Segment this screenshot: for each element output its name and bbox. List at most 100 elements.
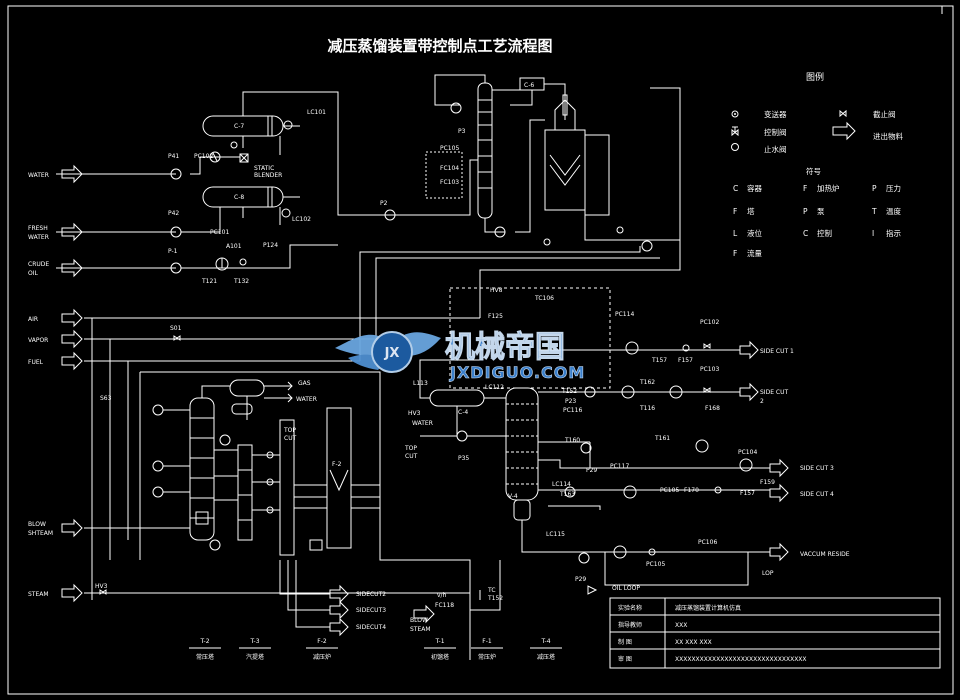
- tag-lc112: LC112: [485, 384, 504, 391]
- inlet-blow-steam-1: BLOW: [28, 521, 46, 528]
- column-t2: [189, 397, 215, 541]
- diagram-title: 减压蒸馏装置带控制点工艺流程图: [327, 37, 552, 55]
- tb-value-drawn: XX XXX XXX: [675, 639, 712, 646]
- code-meaning: 加热炉: [817, 183, 840, 193]
- tag-pc114: PC114: [615, 311, 634, 318]
- tag-p124: P124: [263, 242, 278, 249]
- code-meaning: 温度: [886, 206, 901, 216]
- legend-label-arrow: 进出物料: [873, 131, 903, 141]
- tag-f168: F168: [705, 405, 720, 412]
- tag-p42: P42: [168, 210, 179, 217]
- inlet-steam: STEAM: [28, 591, 49, 598]
- tag-p3: P3: [458, 128, 466, 135]
- tb-value-teacher: XXX: [675, 622, 687, 629]
- code-letter: P: [872, 184, 877, 193]
- furnace-top: [544, 129, 586, 211]
- tag-f157: F157: [678, 357, 693, 364]
- inlet-crude-oil-2: OIL: [28, 270, 38, 277]
- outlet-arrow: [329, 600, 349, 620]
- code-meaning: 控制: [817, 228, 832, 238]
- tag-pc105-res: PC105: [646, 561, 665, 568]
- unit-name: 减压炉: [313, 653, 331, 661]
- outlet-arrow: [329, 584, 349, 604]
- tag-p1: P-1: [168, 248, 178, 255]
- label-c4: C-4: [458, 409, 468, 416]
- column-t3: [237, 444, 253, 541]
- condenser-c4: [429, 389, 485, 407]
- tag-t161: T161: [654, 435, 670, 442]
- transmitter-icon: [731, 110, 739, 118]
- column-t4: [505, 387, 539, 501]
- tb-label-review: 审 图: [618, 655, 632, 663]
- outlet-arrow: [769, 458, 789, 478]
- tag-pc116: PC116: [563, 407, 582, 414]
- tag-fc104: FC104: [440, 165, 459, 172]
- inlet-blow-steam-bottom-1: BLOW: [410, 617, 428, 624]
- code-meaning: 泵: [817, 207, 825, 216]
- pump-p42: [170, 226, 182, 238]
- tag-pc102-sc1: PC102: [700, 319, 719, 326]
- label-c8: C-8: [234, 194, 244, 201]
- code-meaning: 塔: [747, 206, 755, 216]
- tag-t121: T121: [201, 278, 217, 285]
- tag-pc104: PC104: [738, 449, 757, 456]
- vacuum-column-unit: V-4 C-4 L113 LC112 HV3 WATER P35 TOP CUT…: [359, 88, 850, 660]
- tag-pc101: PC101: [210, 229, 229, 236]
- outlet-arrow: [739, 382, 759, 402]
- tag-s63: S63: [100, 395, 112, 402]
- outlet-arrow: [329, 617, 349, 637]
- unit-name: 汽提塔: [246, 653, 264, 661]
- label-static: STATIC: [254, 165, 274, 172]
- legend-label-check-valve: 止水阀: [764, 144, 787, 154]
- code-letter: C: [733, 184, 738, 193]
- check-valve-icon: [731, 143, 739, 151]
- outlet-water: WATER: [296, 396, 317, 403]
- watermark-url: JXDIGUO.COM: [449, 363, 585, 382]
- code-letter: P: [803, 207, 808, 216]
- label-c7: C-7: [234, 123, 244, 130]
- tag-t163: T163: [559, 491, 575, 498]
- static-blender: [239, 153, 249, 163]
- code-letter: F: [803, 184, 807, 193]
- tag-hv8: HV8: [490, 287, 503, 294]
- inlet-water: WATER: [28, 172, 49, 179]
- tag-t162: T162: [639, 379, 655, 386]
- inlet-air: AIR: [28, 316, 38, 323]
- upper-left-unit: C-7 C-8 LC101 LC102 STATIC BLENDER PC102…: [56, 91, 400, 285]
- tag-pc105-top: PC105: [440, 145, 459, 152]
- watermark-cn: 机械帝国: [445, 330, 565, 365]
- inlet-fresh-water-1: FRESH: [28, 225, 48, 232]
- tag-fc103: FC103: [440, 179, 459, 186]
- inlet-arrow-blow-steam-bottom: [413, 604, 435, 624]
- heat-exchanger-crude: [215, 257, 229, 271]
- outlet-arrow: [769, 483, 789, 503]
- unit-name: 减压塔: [537, 653, 555, 661]
- tag-pc103: PC103: [700, 366, 719, 373]
- outlet-side-cut-2-a: SIDE CUT: [760, 389, 788, 396]
- codes-heading: 符号: [806, 166, 821, 176]
- unit-code: F-1: [482, 638, 492, 645]
- inlet-fuel: FUEL: [28, 359, 44, 366]
- label-blender: BLENDER: [254, 172, 282, 179]
- tag-f125: F125: [488, 313, 503, 320]
- code-meaning: 流量: [747, 248, 762, 258]
- inlet-fresh-water-2: WATER: [28, 234, 49, 241]
- unit-code: T-4: [540, 638, 550, 645]
- tag-lc101: LC101: [307, 109, 326, 116]
- input-streams: WATERFRESHWATERCRUDEOILAIRVAPORFUELBLOWS…: [28, 164, 480, 624]
- tb-label-experiment: 实验名称: [618, 604, 642, 612]
- label-f2-furnace: F-2: [332, 461, 342, 468]
- outlet-side-cut-1: SIDE CUT 1: [760, 348, 794, 355]
- watermark-logo: JX 机械帝国 JXDIGUO.COM: [335, 330, 585, 382]
- tb-label-drawn: 制 图: [618, 638, 632, 646]
- legend-heading: 图例: [806, 71, 824, 83]
- pump-p2: [384, 209, 396, 221]
- overhead-exchanger: [229, 379, 265, 397]
- outlet-arrow: [769, 542, 789, 562]
- code-letter: I: [872, 229, 874, 238]
- code-letter: F: [733, 249, 737, 258]
- code-letter: T: [871, 207, 877, 216]
